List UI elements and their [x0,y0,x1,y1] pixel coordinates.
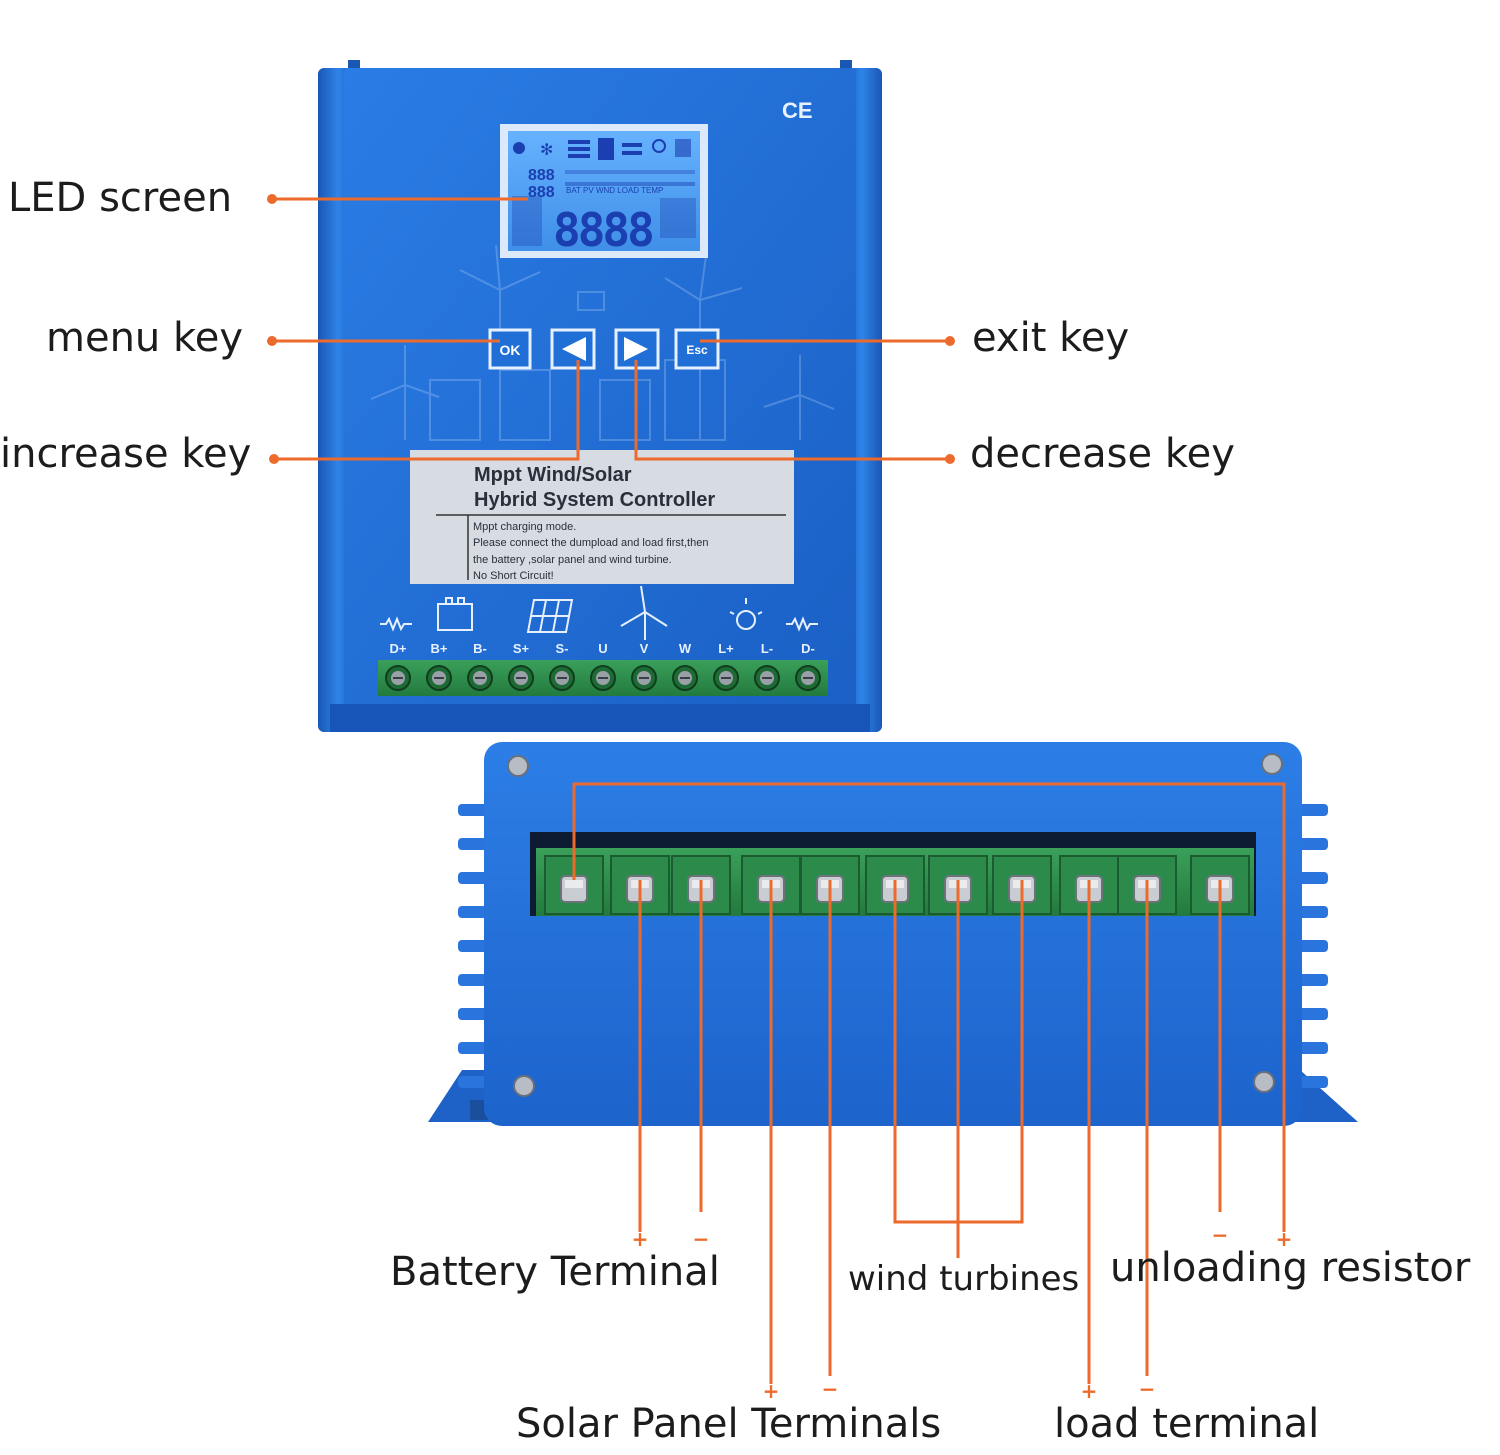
side-fin-right [1296,838,1328,850]
side-fin-right [1296,974,1328,986]
lcd-small-digits-2: 888 [528,184,555,201]
terminal-label: B- [473,641,487,656]
lcd-small-digits-1: 888 [528,167,555,184]
resistor-icon-2 [786,616,818,632]
terminal-label: B+ [431,641,448,656]
side-fin-right [1296,1042,1328,1054]
lcd-main-digits: 8888 [553,203,652,257]
solar-plus-sign: + [763,1379,780,1403]
back-device [428,742,1358,1126]
left-arrow-icon [562,337,586,361]
front-device: ✻ 888 888 BAT PV WND LOAD TEMP 8888 CE O… [318,60,882,732]
esc-button-label: Esc [686,343,708,357]
label-unloading-resistor: unloading resistor [1110,1245,1471,1291]
battery-icon [437,603,473,631]
label-load-terminal: load terminal [1054,1401,1320,1447]
side-fin-left [458,872,490,884]
info-plate-title-1: Mppt Wind/Solar [474,464,632,486]
right-arrow-icon [624,337,648,361]
terminal-label: V [640,641,649,656]
side-fin-left [458,1008,490,1020]
label-exit-key: exit key [972,315,1130,361]
back-side-fins [458,804,1328,1088]
terminal-label: D- [801,641,815,656]
side-fin-right [1296,804,1328,816]
info-plate-note-1: Mppt charging mode. [473,521,576,533]
polarity-signs: + − − + + − + − [632,1223,1293,1403]
load-plus-sign: + [1081,1379,1098,1403]
housing-screws [507,753,1283,1097]
side-fin-left [458,1076,490,1088]
lcd-segments: ✻ [512,138,696,246]
load-minus-sign: − [1139,1377,1156,1401]
terminal-icons [380,585,818,640]
label-menu-key: menu key [46,315,244,361]
lamp-icon [729,598,763,630]
side-fin-right [1296,1076,1328,1088]
back-housing [484,742,1302,1126]
battery-minus-sign: − [693,1227,710,1251]
info-plate [410,450,794,584]
esc-button[interactable]: Esc [674,328,720,370]
terminal-labels: D+ B+ B- S+ S- U V W L+ L- D- [390,641,815,656]
side-fin-left [458,838,490,850]
info-plate-note-2: Please connect the dumpload and load fir… [473,537,708,549]
terminal-label: U [598,641,607,656]
svg-text:✻: ✻ [540,140,553,159]
terminal-label: L+ [718,641,734,656]
ce-mark: CE [782,98,813,123]
info-plate-note-3: the battery ,solar panel and wind turbin… [473,554,672,566]
side-fin-left [458,804,490,816]
info-plate-note-4: No Short Circuit! [473,570,554,582]
label-battery-terminal: Battery Terminal [390,1249,720,1295]
label-wind-turbines: wind turbines [848,1259,1080,1299]
terminal-label: S- [556,641,569,656]
solar-minus-sign: − [822,1377,839,1401]
leader-dots [267,194,955,464]
side-fin-right [1296,940,1328,952]
solar-panel-icon [526,599,574,633]
side-fin-right [1296,872,1328,884]
leader-increase-key [274,360,580,461]
side-fin-left [458,940,490,952]
label-led-screen: LED screen [8,175,233,221]
side-fin-right [1296,906,1328,918]
label-solar-panel-terminals: Solar Panel Terminals [516,1401,942,1447]
terminal-label: D+ [390,641,407,656]
side-fin-left [458,906,490,918]
terminal-label: S+ [513,641,530,656]
label-decrease-key: decrease key [970,431,1235,477]
ok-button[interactable]: OK [488,328,532,370]
side-fin-left [458,1042,490,1054]
ok-button-label: OK [500,342,521,358]
terminal-label: W [679,641,692,656]
info-plate-title-2: Hybrid System Controller [474,489,715,511]
wind-turbine-icon [620,585,668,640]
leader-decrease-key [634,360,950,461]
background-illustration [370,244,835,441]
leader-unloading-plus [572,782,1286,1232]
label-increase-key: increase key [0,431,252,477]
unloading-plus-sign: + [1276,1227,1293,1251]
terminal-contact-highlight [565,880,583,888]
side-fin-right [1296,1008,1328,1020]
left-arrow-button[interactable] [550,328,596,370]
side-fin-left [458,974,490,986]
lcd-row-text: BAT PV WND LOAD TEMP [566,186,663,195]
leader-lines [272,197,1286,1384]
terminal-label: L- [761,641,773,656]
battery-plus-sign: + [632,1227,649,1251]
resistor-icon [380,616,412,632]
front-terminal-screws [385,665,821,691]
unloading-minus-sign: − [1212,1223,1229,1247]
